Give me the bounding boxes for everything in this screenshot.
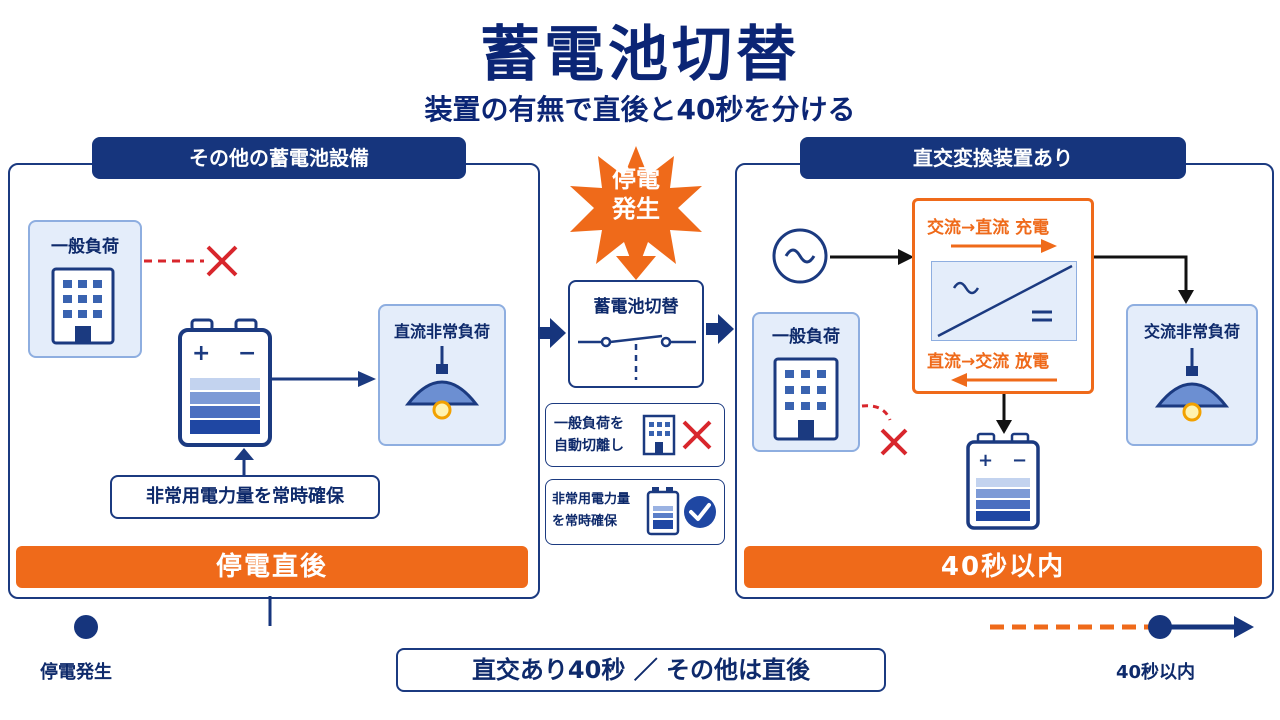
svg-text:−: −: [1012, 450, 1027, 471]
outage-burst-icon: [570, 146, 702, 274]
lamp-icon: [1154, 348, 1230, 422]
ac-source-icon: [772, 228, 828, 284]
right-disconnect-line: [861, 404, 908, 456]
outage-burst-line2: 発生: [612, 195, 660, 223]
arrow-ac-to-converter: [830, 249, 914, 265]
auto-disconnect-line1: 一般負荷を: [554, 416, 624, 432]
page-title: 蓄電池切替: [480, 20, 800, 90]
dc-emergency-load-card: 直流非常負荷: [378, 304, 506, 446]
svg-text:+: +: [192, 341, 210, 366]
ac-emergency-load-card: 交流非常負荷: [1126, 304, 1258, 446]
building-icon: [51, 267, 115, 345]
right-panel-header: 直交変換装置あり: [800, 137, 1186, 179]
small-building-icon: [642, 414, 676, 456]
ac-emergency-load-label: 交流非常負荷: [1143, 322, 1240, 341]
reserve-always-note: 非常用電力量 を常時確保: [545, 479, 725, 545]
building-icon: [773, 357, 839, 441]
timeline-end-dot: [1148, 615, 1172, 639]
timeline-summary-text: 直交あり40秒 ／ その他は直後: [471, 656, 811, 684]
right-footer-bar: 40秒以内: [744, 546, 1262, 588]
reserve-note-text: 非常用電力量を常時確保: [146, 486, 344, 507]
auto-disconnect-note: 一般負荷を 自動切離し: [545, 403, 725, 467]
auto-disconnect-line2: 自動切離し: [554, 438, 624, 454]
arrow-converter-to-battery: [996, 394, 1012, 434]
battery-icon: + −: [178, 318, 272, 447]
dc-emergency-load-label: 直流非常負荷: [393, 322, 490, 341]
svg-text:−: −: [238, 341, 256, 366]
check-icon: [684, 496, 716, 528]
right-general-load-label: 一般負荷: [772, 327, 840, 347]
reserve-always-line2: を常時確保: [552, 514, 618, 529]
timeline: [74, 596, 1254, 639]
reserve-always-line1: 非常用電力量: [552, 492, 631, 507]
timeline-end-label: 40秒以内: [1116, 662, 1196, 683]
svg-text:+: +: [978, 450, 993, 471]
timeline-start-dot: [74, 615, 98, 639]
arrow-to-dc-load: [272, 371, 376, 387]
general-load-label: 一般負荷: [51, 237, 119, 257]
ac-to-dc-label: 交流→直流 充電: [927, 218, 1050, 238]
reserve-note-box: 非常用電力量を常時確保: [110, 475, 380, 519]
battery-switch-box: 蓄電池切替: [568, 280, 704, 388]
small-battery-icon: [646, 487, 680, 536]
outage-burst-text: 停電 発生: [596, 164, 676, 224]
outage-burst-line1: 停電: [612, 165, 660, 193]
switch-icon: [578, 334, 696, 380]
left-footer-bar: 停電直後: [16, 546, 528, 588]
disconnect-line: [144, 245, 238, 277]
x-mark-icon: [880, 428, 908, 456]
outage-down-arrow: [616, 224, 656, 280]
right-general-load-card: 一般負荷: [752, 312, 860, 452]
page-subtitle: 装置の有無で直後と40秒を分ける: [424, 93, 856, 126]
arrow-left-to-switch: [538, 318, 566, 348]
x-mark-icon: [682, 420, 712, 450]
battery-switch-label: 蓄電池切替: [593, 297, 679, 317]
arrow-up-to-battery: [234, 448, 254, 476]
dc-to-ac-label: 直流→交流 放電: [927, 352, 1050, 372]
converter-symbol: [931, 261, 1077, 341]
general-load-card: 一般負荷: [28, 220, 142, 358]
discharge-arrow: [951, 373, 1057, 387]
arrow-converter-to-load: [1094, 255, 1194, 304]
timeline-start-label: 停電発生: [40, 662, 112, 683]
ac-dc-symbol-icon: [937, 264, 1073, 338]
charge-arrow: [951, 239, 1057, 253]
right-battery-icon: + −: [966, 432, 1040, 530]
x-mark-icon: [206, 245, 238, 277]
converter-box: 交流→直流 充電 直流→交流 放電: [912, 198, 1094, 394]
left-panel-header: その他の蓄電池設備: [92, 137, 466, 179]
arrow-switch-to-right: [706, 314, 734, 344]
timeline-summary-box: 直交あり40秒 ／ その他は直後: [396, 648, 886, 692]
lamp-icon: [404, 346, 480, 420]
